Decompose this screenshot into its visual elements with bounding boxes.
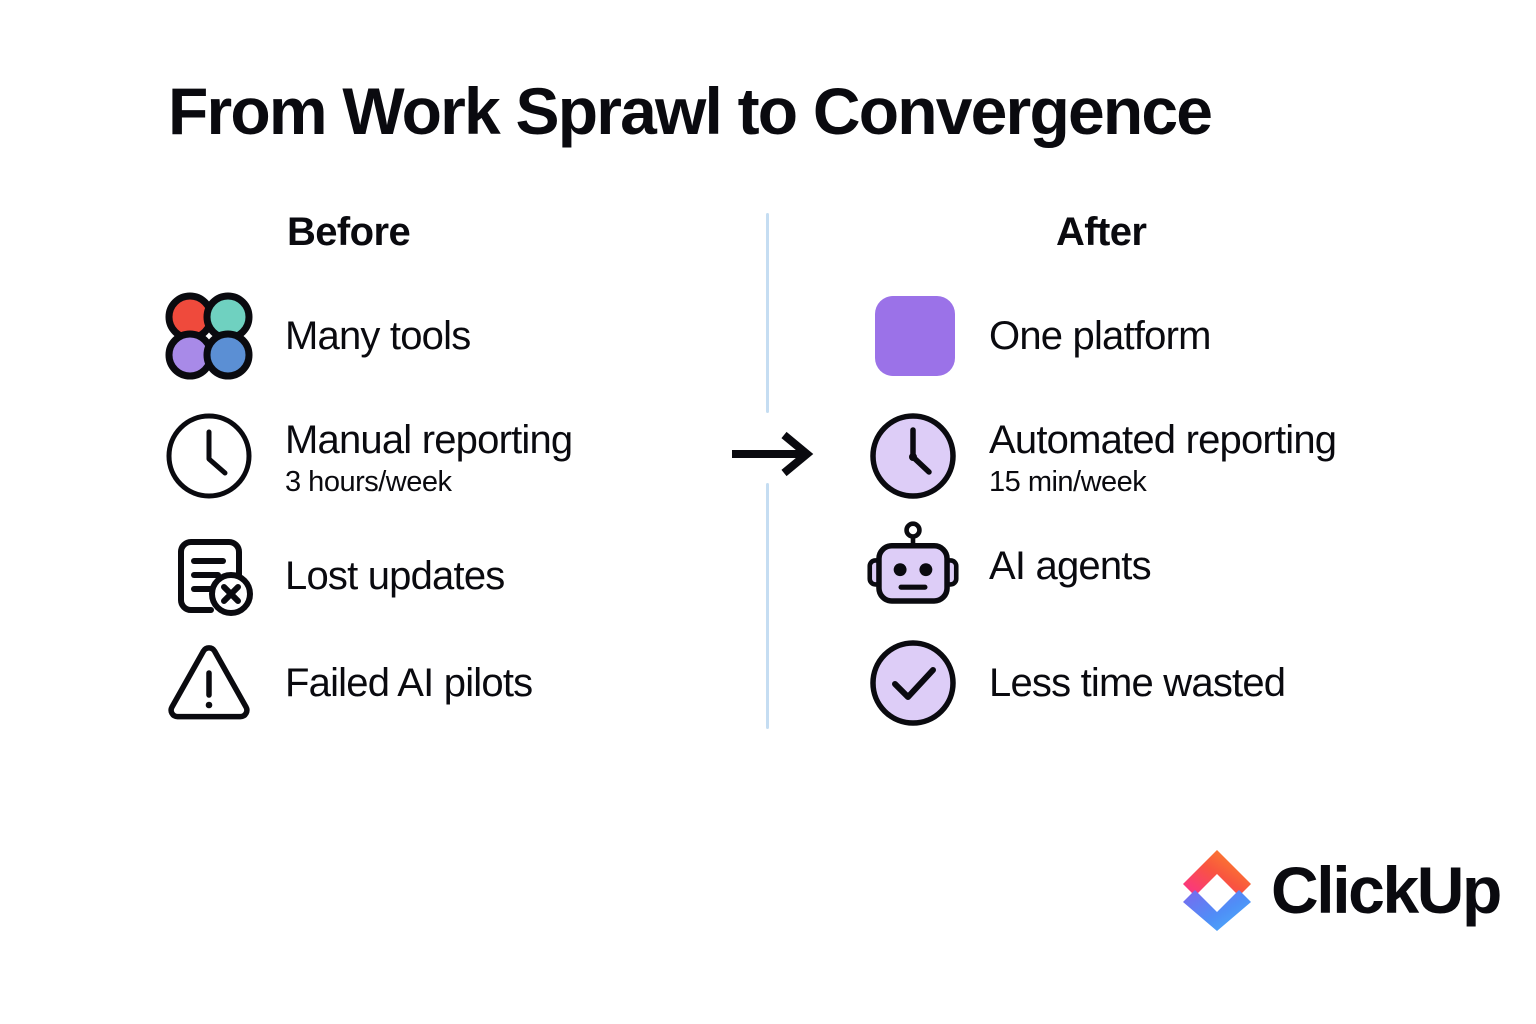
clickup-logo-icon [1183,850,1251,931]
list-item: Manual reporting 3 hours/week [163,410,573,502]
list-item-label: Many tools [285,313,471,358]
vertical-divider-bottom [766,483,769,729]
clickup-wordmark: ClickUp [1271,853,1502,927]
page-title: From Work Sprawl to Convergence [168,74,1213,148]
list-item: Less time wasted [867,637,1286,729]
list-item: Automated reporting 15 min/week [867,410,1337,502]
column-header-after: After [1056,210,1147,254]
vertical-divider-top [766,213,769,413]
document-error-icon [163,530,255,622]
four-circles-icon [163,290,255,382]
list-item: Failed AI pilots [163,637,533,729]
column-header-before: Before [287,210,411,254]
list-item-label: Manual reporting [285,418,573,462]
check-circle-icon [867,637,959,729]
purple-square-icon [867,290,959,382]
list-item-label: Less time wasted [989,660,1286,705]
list-item: AI agents [867,520,1152,612]
warning-triangle-icon [163,637,255,729]
list-item: Many tools [163,290,471,382]
list-item-label: One platform [989,313,1211,358]
clock-outline-icon [163,410,255,502]
list-item-label: Failed AI pilots [285,660,533,705]
arrow-right-icon [732,431,814,477]
list-item-sublabel: 3 hours/week [285,465,452,498]
robot-icon [867,520,959,612]
list-item-sublabel: 15 min/week [989,465,1147,498]
list-item-label: Lost updates [285,553,505,598]
clickup-logo: ClickUp [1181,847,1502,933]
clock-filled-icon [867,410,959,502]
list-item: One platform [867,290,1211,382]
list-item: Lost updates [163,530,505,622]
list-item-label: AI agents [989,543,1152,588]
list-item-label: Automated reporting [989,418,1337,462]
